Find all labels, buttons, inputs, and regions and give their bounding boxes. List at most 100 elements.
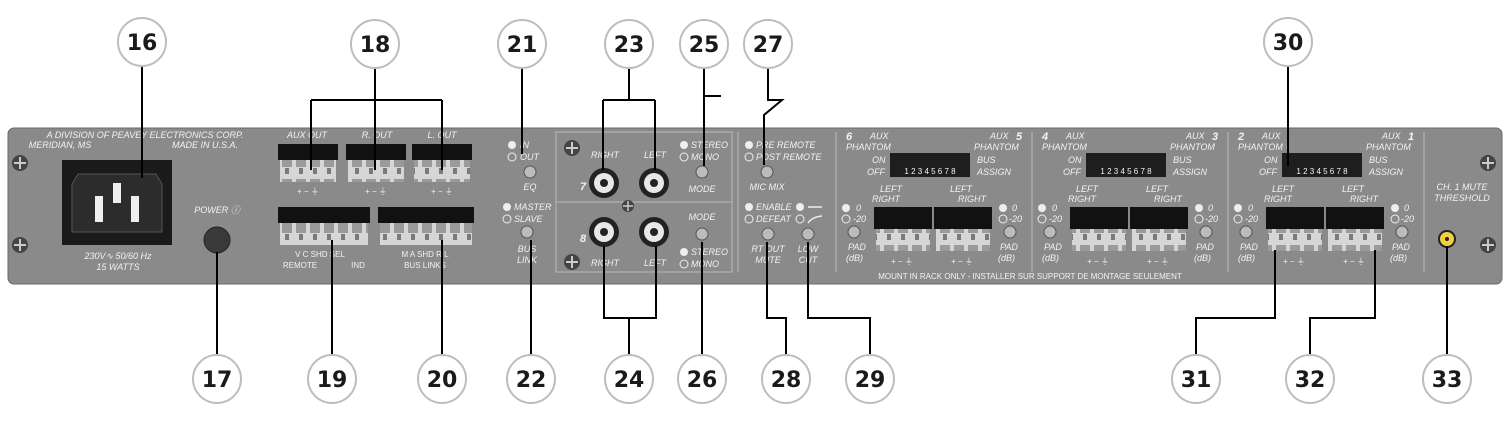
r-out-label: R. OUT <box>362 130 394 140</box>
low-cut-switch[interactable] <box>801 227 815 241</box>
bus-links-terminal[interactable] <box>378 207 474 245</box>
g1-bus: BUS <box>977 155 996 165</box>
callout-17: 17 <box>192 354 242 404</box>
bus-pins-label: M A SHD R L <box>401 250 449 259</box>
ch1-mute-label: CH. 1 MUTE <box>1436 182 1488 192</box>
g1-right-a: RIGHT <box>872 194 902 204</box>
svg-text:32: 32 <box>1295 368 1326 393</box>
callout-26: 26 <box>677 354 727 404</box>
callout-19: 19 <box>307 354 357 404</box>
ch8-right-label: RIGHT <box>591 258 621 268</box>
ch7-number: 7 <box>580 181 587 193</box>
g3-pad0-right: 0 <box>1404 203 1409 213</box>
svg-text:30: 30 <box>1273 31 1304 56</box>
callout-30: 30 <box>1263 17 1313 67</box>
svg-text:16: 16 <box>127 31 158 56</box>
callout-25: 25 <box>679 19 729 69</box>
bus-link-switch[interactable] <box>520 225 534 239</box>
master-label: MASTER <box>514 202 552 212</box>
g2-bus-assign-dip[interactable] <box>1086 153 1166 177</box>
g1-input-terminal-b[interactable] <box>934 207 992 229</box>
g2-assign: ASSIGN <box>1172 167 1208 177</box>
callout-29: 29 <box>845 354 895 404</box>
callout-28: 28 <box>761 354 811 404</box>
defeat-label: DEFEAT <box>756 214 792 224</box>
g3-phantom-right: PHANTOM <box>1366 142 1411 152</box>
aux-out-terminal[interactable] <box>278 144 338 182</box>
g2-phantom-left: PHANTOM <box>1042 142 1087 152</box>
g3-bus-assign-dip[interactable] <box>1282 153 1362 177</box>
g1-bus-assign-dip[interactable] <box>890 153 970 177</box>
g3-input-terminal-b[interactable] <box>1326 207 1384 229</box>
r-polarity: + − ⏚ <box>365 187 387 196</box>
g2-input-terminal-a[interactable] <box>1070 207 1128 229</box>
g1-pad-switch-left[interactable] <box>847 225 861 239</box>
ch7-right-rca-jack[interactable] <box>589 168 619 198</box>
defeat-led <box>744 214 754 224</box>
rca-screw-top <box>564 140 580 156</box>
eq-out-led <box>507 152 517 162</box>
aux-out-label: AUX OUT <box>286 130 329 140</box>
g1-polarity-b: + − ⏚ <box>951 257 973 266</box>
svg-text:26: 26 <box>687 368 718 393</box>
ch8-mono-label: MONO <box>691 259 719 269</box>
flat-led <box>796 203 804 211</box>
ch8-right-rca-jack[interactable] <box>589 217 619 247</box>
ch7-stereo-label: STEREO <box>691 140 728 150</box>
power-switch[interactable] <box>203 226 231 254</box>
svg-text:25: 25 <box>689 33 720 58</box>
g2-input-terminal-b[interactable] <box>1130 207 1188 229</box>
svg-text:28: 28 <box>771 368 802 393</box>
g1-polarity-a: + − ⏚ <box>891 257 913 266</box>
aux-polarity: + − ⏚ <box>297 187 319 196</box>
mute-label: MUTE <box>755 255 781 265</box>
ch7-left-rca-jack[interactable] <box>639 168 669 198</box>
ind-label: IND <box>351 261 365 270</box>
rt-out-mute-switch[interactable] <box>761 227 775 241</box>
bus-link-label-1: BUS <box>518 244 537 254</box>
power-inlet[interactable] <box>62 160 172 245</box>
g1-right-b: RIGHT <box>958 194 988 204</box>
g3-polarity-b: + − ⏚ <box>1343 257 1365 266</box>
rt-out-label: RT OUT <box>751 244 786 254</box>
enable-label: ENABLE <box>756 202 793 212</box>
g2-left-a: LEFT <box>1076 184 1100 194</box>
ch8-left-rca-jack[interactable] <box>639 217 669 247</box>
g3-pad-left: PAD <box>1240 242 1258 252</box>
g3-input-terminal-a[interactable] <box>1266 207 1324 229</box>
svg-text:24: 24 <box>614 368 645 393</box>
g1-aux-left: AUX <box>869 131 890 141</box>
eq-out-label: OUT <box>520 152 541 162</box>
g2-pad-left: PAD <box>1044 242 1062 252</box>
g3-on: ON <box>1264 155 1278 165</box>
g2-db-right: (dB) <box>1194 253 1211 263</box>
g2-right-a: RIGHT <box>1068 194 1098 204</box>
ch7-mode-switch[interactable] <box>695 165 709 179</box>
mic-group-2-1: 2 1 AUX PHANTOM AUX PHANTOM ON OFF 1 2 3… <box>1233 131 1414 266</box>
l-polarity: + − ⏚ <box>431 187 453 196</box>
g2-pad-switch-right[interactable] <box>1199 225 1213 239</box>
ch4-number: 4 <box>1041 131 1048 143</box>
g3-pad-switch-right[interactable] <box>1395 225 1409 239</box>
svg-text:19: 19 <box>317 368 348 393</box>
g1-pad0-left: 0 <box>856 203 861 213</box>
mic-mix-switch[interactable] <box>760 165 774 179</box>
eq-switch[interactable] <box>523 165 537 179</box>
remote-terminal[interactable] <box>278 207 370 245</box>
pre-remote-label: PRE REMOTE <box>756 140 817 150</box>
g1-left-a: LEFT <box>880 184 904 194</box>
g2-pad-switch-left[interactable] <box>1043 225 1057 239</box>
g1-db-left: (dB) <box>846 253 863 263</box>
g1-input-terminal-a[interactable] <box>874 207 932 229</box>
g1-pad-switch-right[interactable] <box>1003 225 1017 239</box>
g1-db-right: (dB) <box>998 253 1015 263</box>
g2-phantom-right: PHANTOM <box>1170 142 1215 152</box>
ch8-mode-switch[interactable] <box>695 227 709 241</box>
pre-remote-led <box>745 141 753 149</box>
bus-links-label: BUS LINKS <box>404 261 446 270</box>
g3-pad-switch-left[interactable] <box>1239 225 1253 239</box>
g3-pad0-left: 0 <box>1248 203 1253 213</box>
g1-aux-right: AUX <box>989 131 1010 141</box>
g3-phantom-left: PHANTOM <box>1238 142 1283 152</box>
ch2-number: 2 <box>1237 131 1244 143</box>
